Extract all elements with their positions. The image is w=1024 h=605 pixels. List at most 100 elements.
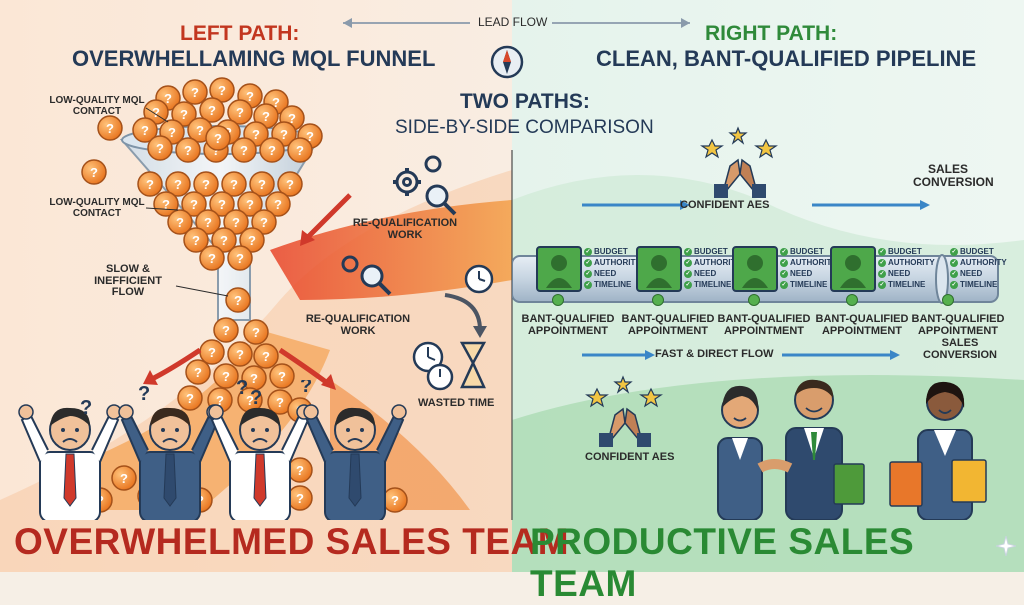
svg-text:?: ?: [236, 347, 244, 362]
person-icon: [303, 404, 407, 520]
check-icon: ✓: [950, 247, 958, 256]
svg-text:?: ?: [232, 215, 240, 230]
bant-appointment-label: BANT-QUALIFIED APPOINTMENT: [621, 313, 715, 337]
checklist-item: AUTHORITY: [960, 257, 1007, 267]
check-icon: ✓: [878, 247, 886, 256]
mql-ball: ?: [259, 137, 285, 163]
hourglass-icon: [459, 341, 487, 389]
svg-text:?: ?: [240, 143, 248, 158]
mql-ball: ?: [165, 171, 191, 197]
svg-text:?: ?: [120, 471, 128, 486]
svg-text:?: ?: [288, 111, 296, 126]
checklist-item: AUTHORITY: [694, 257, 741, 267]
mql-ball: ?: [171, 101, 197, 127]
check-icon: ✓: [584, 280, 592, 289]
svg-text:?: ?: [268, 143, 276, 158]
svg-text:?: ?: [246, 197, 254, 212]
checklist-item: TIMELINE: [960, 279, 998, 289]
svg-text:?: ?: [276, 395, 284, 410]
svg-text:?: ?: [272, 95, 280, 110]
svg-text:?: ?: [90, 165, 98, 180]
mql-ball: ?: [251, 209, 277, 235]
mql-ball: ?: [243, 319, 269, 345]
mql-ball: ?: [382, 487, 408, 513]
appointment-profile-card: [830, 246, 876, 292]
check-icon: ✓: [584, 269, 592, 278]
mql-ball: ?: [185, 359, 211, 385]
person-icon: [785, 379, 865, 520]
question-mark: ?: [236, 380, 248, 399]
check-icon: ✓: [950, 280, 958, 289]
checklist-item: NEED: [694, 268, 717, 278]
bant-checklist: ✓BUDGET✓AUTHORITY✓NEED✓TIMELINE: [950, 246, 1007, 290]
mql-ball: ?: [213, 363, 239, 389]
svg-text:?: ?: [214, 131, 222, 146]
high-five-icon: [700, 126, 778, 198]
mql-ball: ?: [253, 343, 279, 369]
left-path-label: LEFT PATH:: [180, 22, 300, 45]
svg-text:?: ?: [194, 365, 202, 380]
svg-text:?: ?: [146, 177, 154, 192]
question-mark: ?: [250, 387, 262, 409]
check-icon: ✓: [878, 258, 886, 267]
checklist-item: BUDGET: [594, 246, 628, 256]
checklist-item: BUDGET: [888, 246, 922, 256]
mql-ball: ?: [111, 465, 137, 491]
svg-text:?: ?: [296, 491, 304, 506]
checklist-item: NEED: [888, 268, 911, 278]
mql-ball: ?: [227, 341, 253, 367]
svg-text:?: ?: [296, 143, 304, 158]
question-mark: ?: [300, 380, 312, 397]
svg-text:?: ?: [222, 369, 230, 384]
mql-ball: ?: [237, 191, 263, 217]
svg-text:?: ?: [260, 215, 268, 230]
clock-icon: [464, 264, 494, 294]
person-icon: [742, 255, 768, 288]
svg-text:?: ?: [306, 129, 314, 144]
svg-text:?: ?: [208, 345, 216, 360]
mql-ball: ?: [213, 317, 239, 343]
svg-text:?: ?: [248, 233, 256, 248]
fast-flow-label: FAST & DIRECT FLOW: [655, 348, 774, 360]
checklist-item: BUDGET: [960, 246, 994, 256]
svg-text:?: ?: [176, 215, 184, 230]
svg-text:?: ?: [234, 293, 242, 308]
mql-ball: ?: [137, 171, 163, 197]
svg-text:?: ?: [152, 105, 160, 120]
checklist-item: BUDGET: [790, 246, 824, 256]
svg-text:?: ?: [280, 127, 288, 142]
sales-conversion-label-bottom: SALES CONVERSION: [923, 337, 997, 361]
mql-ball: ?: [231, 137, 257, 163]
mql-ball: ?: [269, 363, 295, 389]
appointment-profile-card: [732, 246, 778, 292]
svg-text:?: ?: [164, 91, 172, 106]
bant-checklist: ✓BUDGET✓AUTHORITY✓NEED✓TIMELINE: [780, 246, 837, 290]
check-icon: ✓: [878, 269, 886, 278]
mql-ball: ?: [223, 209, 249, 235]
svg-text:?: ?: [218, 83, 226, 98]
overwhelmed-team-title: OVERWHELMED SALES TEAM: [14, 521, 570, 562]
svg-text:?: ?: [162, 197, 170, 212]
sales-conversion-label-top: SALES CONVERSION: [913, 162, 994, 189]
svg-text:?: ?: [216, 393, 224, 408]
mql-ball: ?: [195, 209, 221, 235]
bant-checklist: ✓BUDGET✓AUTHORITY✓NEED✓TIMELINE: [878, 246, 935, 290]
check-icon: ✓: [878, 280, 886, 289]
svg-text:?: ?: [236, 105, 244, 120]
svg-text:?: ?: [262, 349, 270, 364]
check-icon: ✓: [780, 247, 788, 256]
person-icon: [840, 255, 866, 288]
svg-text:?: ?: [218, 197, 226, 212]
svg-text:?: ?: [141, 123, 149, 138]
svg-text:?: ?: [262, 109, 270, 124]
checklist-item: AUTHORITY: [594, 257, 641, 267]
checklist-item: AUTHORITY: [790, 257, 837, 267]
magnifier-icon: [425, 184, 449, 208]
gear-icon: [393, 155, 457, 216]
mql-ball: ?: [182, 79, 208, 105]
svg-text:?: ?: [190, 197, 198, 212]
check-icon: ✓: [684, 247, 692, 256]
question-mark: ?: [138, 383, 150, 405]
bant-appointment-label: BANT-QUALIFIED APPOINTMENT: [717, 313, 811, 337]
